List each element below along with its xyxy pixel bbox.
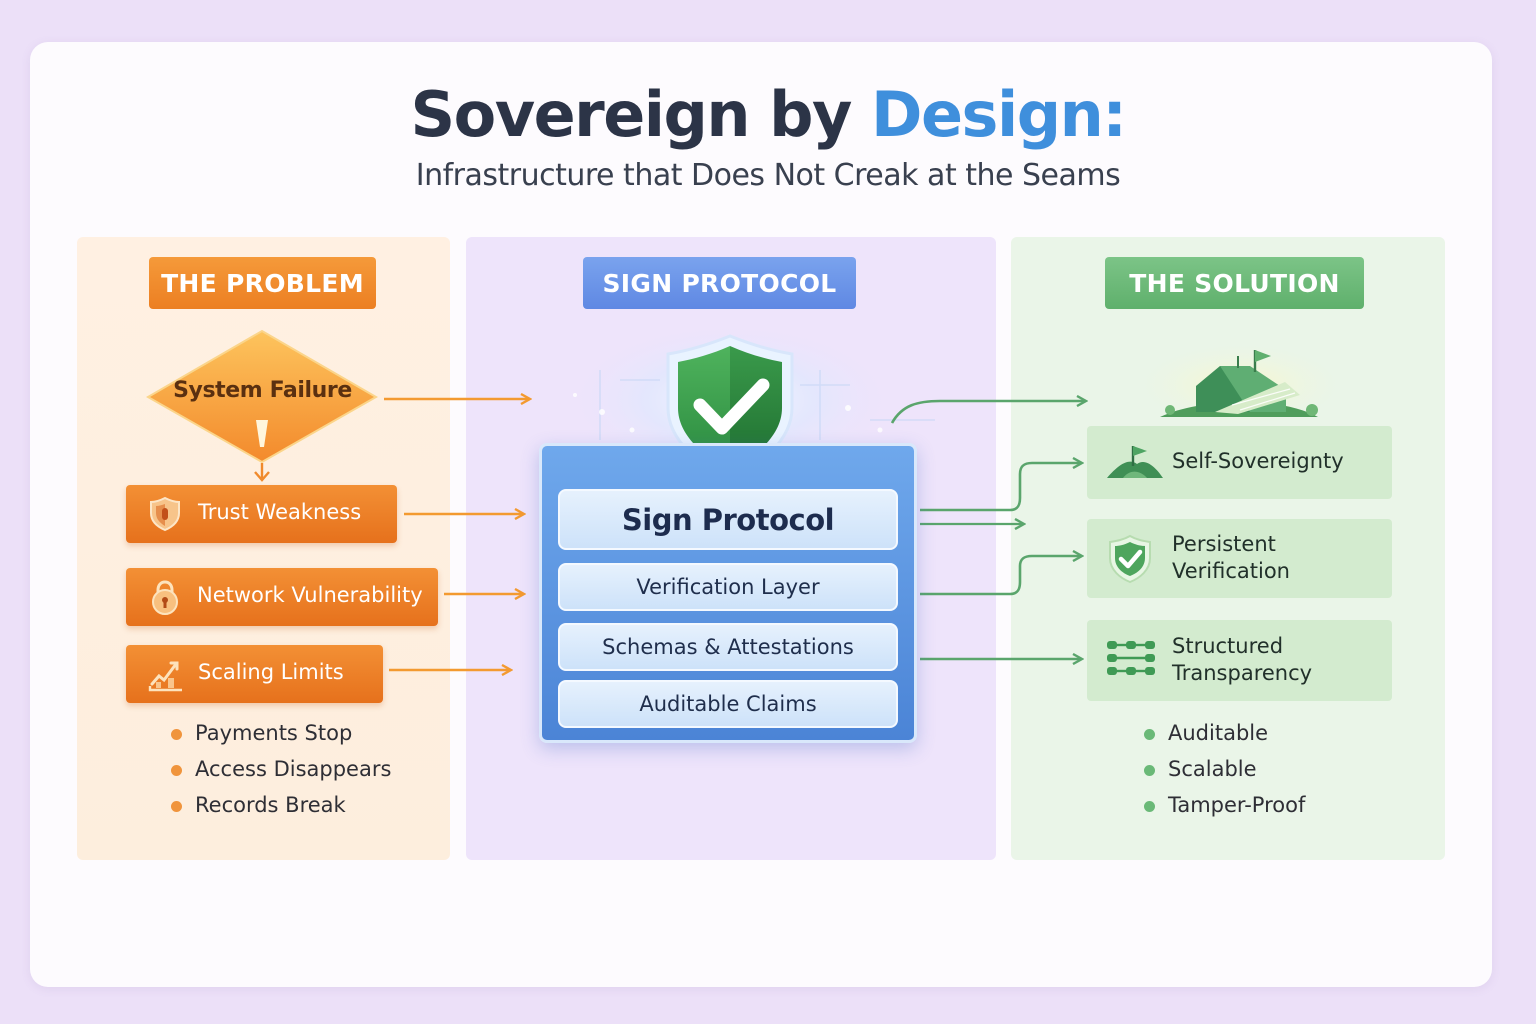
persistent-verification-box: Persistent Verification bbox=[1087, 519, 1392, 598]
list-item: Auditable bbox=[1144, 721, 1305, 757]
title-accent: Design: bbox=[871, 78, 1127, 151]
system-failure-label: System Failure bbox=[173, 378, 352, 403]
check-shield-icon bbox=[1109, 534, 1151, 584]
layer-verification: Verification Layer bbox=[558, 563, 898, 611]
self-sovereignty-box: Self-Sovereignty bbox=[1087, 426, 1392, 499]
page-title: Sovereign by Design: bbox=[0, 78, 1536, 151]
bullet-text: Scalable bbox=[1168, 757, 1257, 781]
problem-header: THE PROBLEM bbox=[149, 257, 376, 309]
title-lead: Sovereign by bbox=[410, 78, 852, 151]
persistent-verification-label: Persistent Verification bbox=[1172, 532, 1290, 583]
scaling-limits-label: Scaling Limits bbox=[198, 660, 344, 684]
layer-schemas-attestations: Schemas & Attestations bbox=[558, 623, 898, 671]
protocol-header: SIGN PROTOCOL bbox=[583, 257, 856, 309]
bullet-text: Records Break bbox=[195, 793, 346, 817]
bullet-text: Tamper-Proof bbox=[1168, 793, 1306, 817]
bullet-text: Access Disappears bbox=[195, 757, 392, 781]
trust-weakness-box: Trust Weakness bbox=[126, 485, 397, 543]
solution-header: THE SOLUTION bbox=[1105, 257, 1364, 309]
broken-chart-icon bbox=[148, 661, 182, 692]
bullet-dot bbox=[1144, 801, 1155, 812]
structured-transparency-label: Structured Transparency bbox=[1172, 634, 1313, 685]
bullet-text: Auditable bbox=[1168, 721, 1269, 745]
bullet-dot bbox=[171, 801, 182, 812]
sovereign-hill-illustration bbox=[1130, 340, 1350, 430]
solution-bullet-list: Auditable Scalable Tamper-Proof bbox=[1144, 721, 1305, 829]
layer-auditable-claims: Auditable Claims bbox=[558, 680, 898, 728]
problem-arrows bbox=[384, 399, 530, 670]
trust-weakness-label: Trust Weakness bbox=[198, 500, 362, 524]
problem-bullet-list: Payments Stop Access Disappears Records … bbox=[171, 721, 391, 829]
network-vulnerability-box: Network Vulnerability bbox=[126, 568, 438, 626]
list-item: Payments Stop bbox=[171, 721, 391, 757]
list-item: Tamper-Proof bbox=[1144, 793, 1305, 829]
flag-hill-icon bbox=[1107, 446, 1163, 478]
layer-sign-protocol: Sign Protocol bbox=[558, 489, 898, 550]
network-vulnerability-label: Network Vulnerability bbox=[197, 583, 423, 607]
bullet-text: Payments Stop bbox=[195, 721, 353, 745]
bullet-dot bbox=[171, 765, 182, 776]
solution-arrows bbox=[890, 401, 1086, 659]
bullet-dot bbox=[171, 729, 182, 740]
padlock-icon bbox=[152, 580, 178, 615]
list-item: Records Break bbox=[171, 793, 391, 829]
structured-transparency-box: Structured Transparency bbox=[1087, 620, 1392, 701]
shield-icon bbox=[150, 496, 180, 532]
system-failure-diamond bbox=[145, 329, 379, 482]
bullet-dot bbox=[1144, 765, 1155, 776]
list-item: Scalable bbox=[1144, 757, 1305, 793]
list-item: Access Disappears bbox=[171, 757, 391, 793]
page-subtitle: Infrastructure that Does Not Creak at th… bbox=[415, 158, 1121, 193]
bullet-dot bbox=[1144, 729, 1155, 740]
network-grid-icon bbox=[1107, 641, 1155, 675]
scaling-limits-box: Scaling Limits bbox=[126, 645, 383, 703]
self-sovereignty-label: Self-Sovereignty bbox=[1172, 449, 1344, 473]
